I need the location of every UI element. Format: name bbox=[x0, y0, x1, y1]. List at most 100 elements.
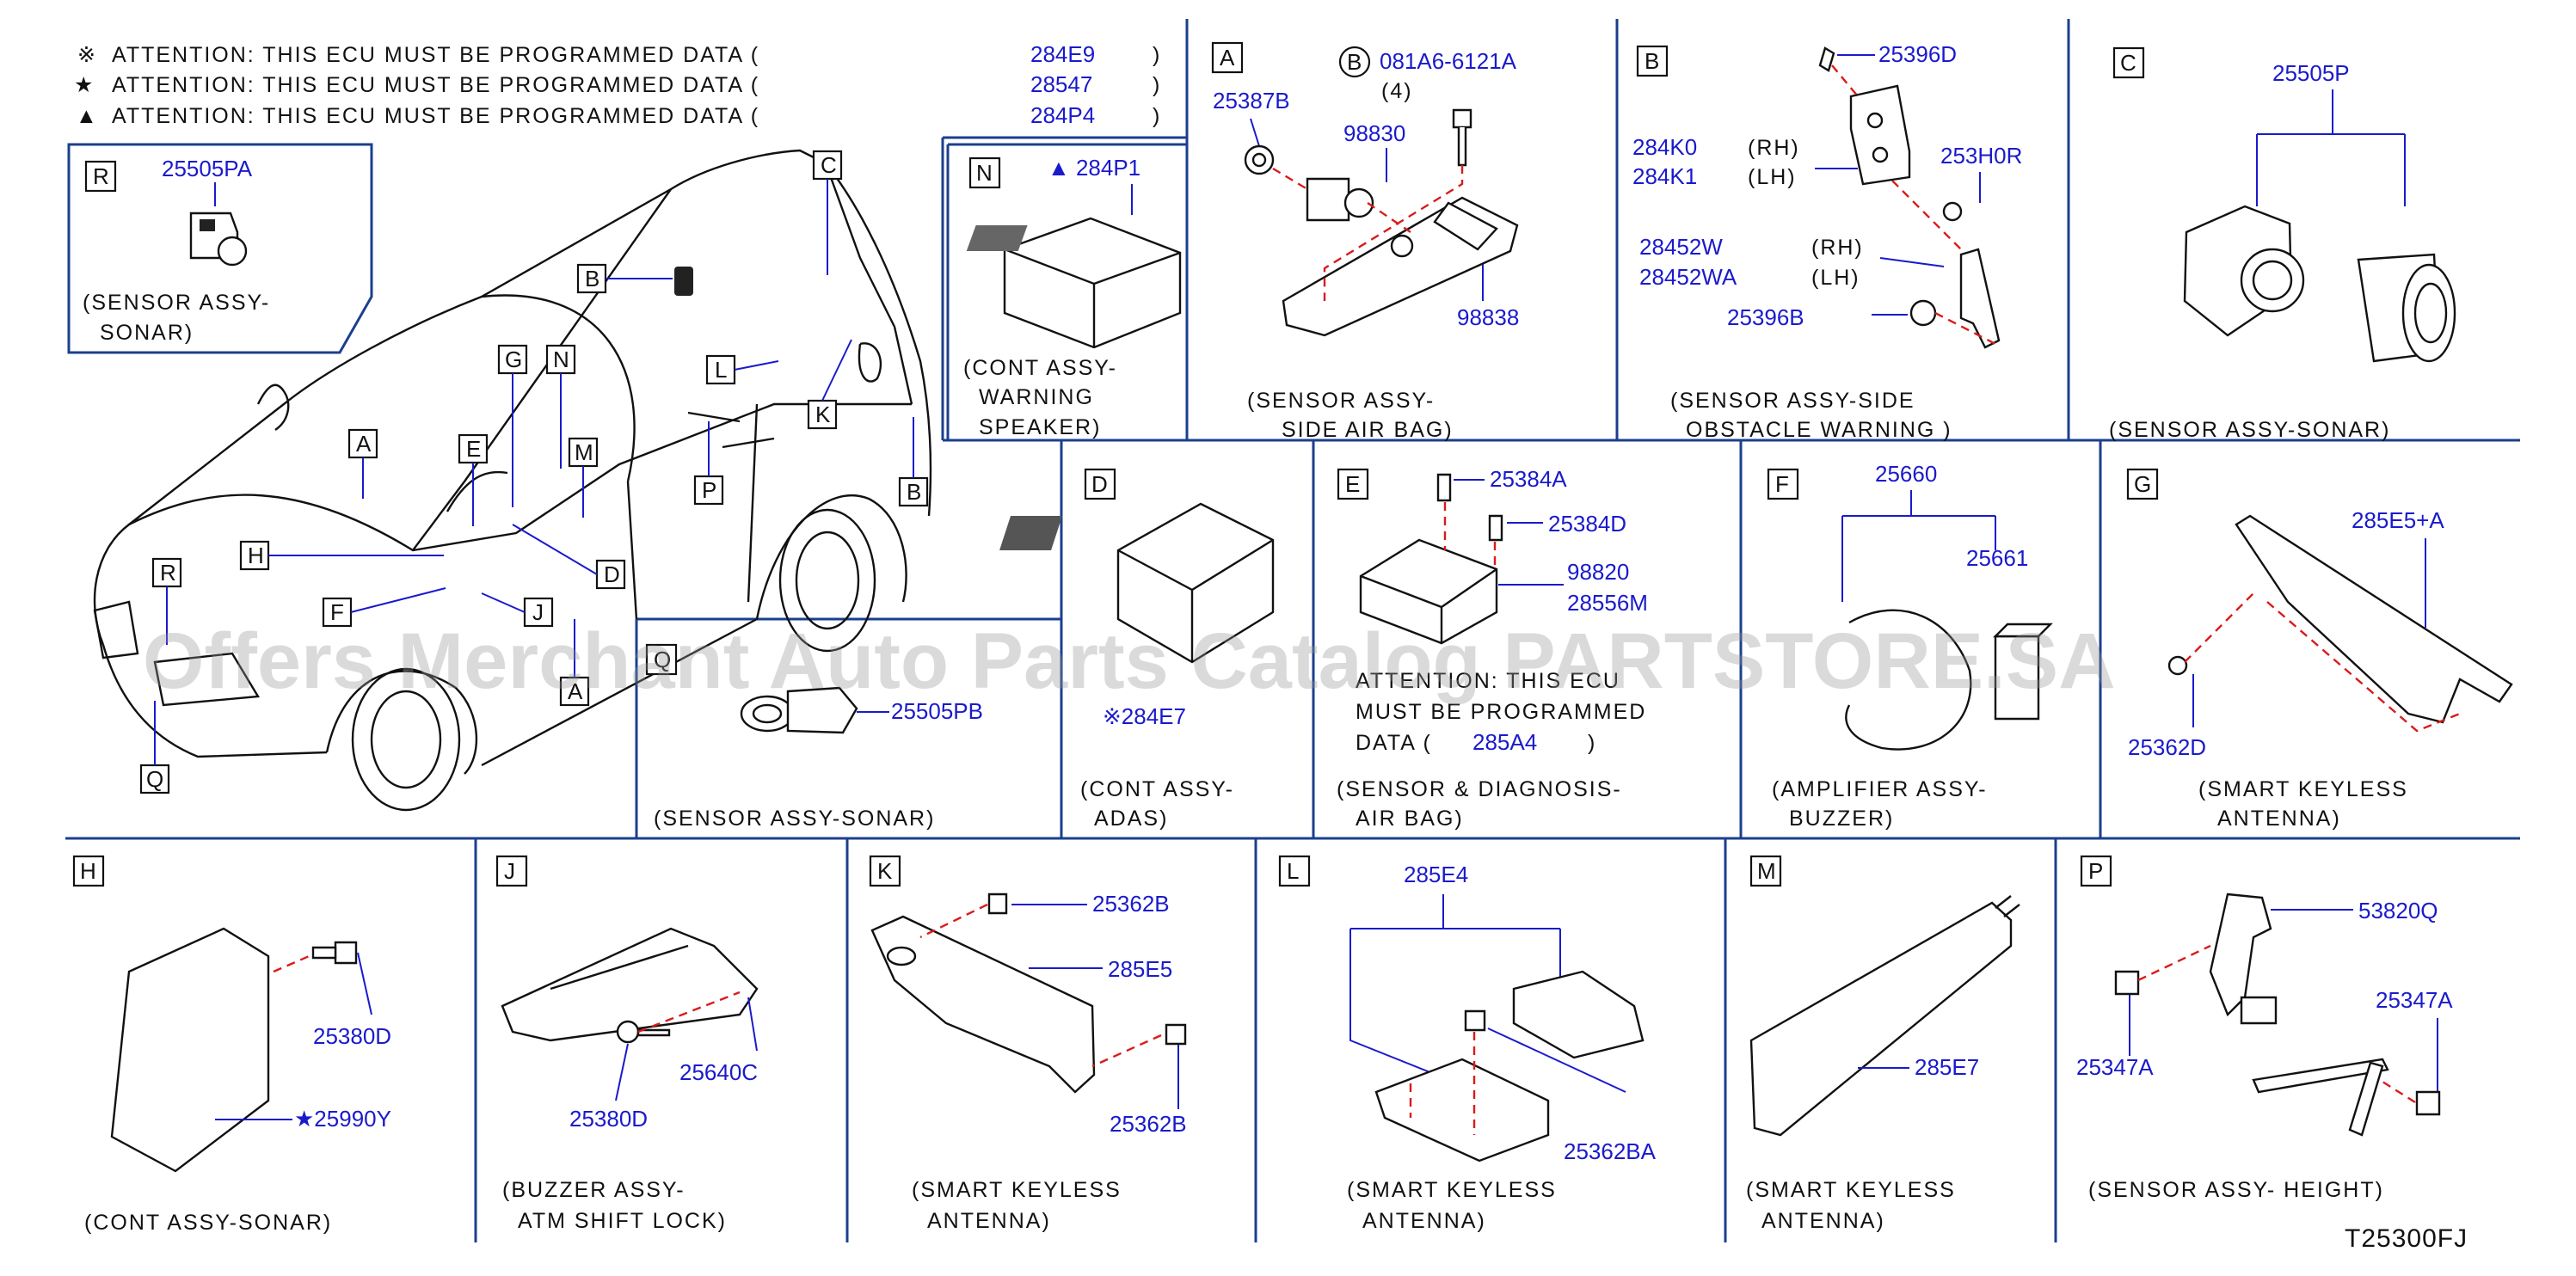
callout-b-top[interactable]: B bbox=[576, 263, 693, 296]
part-number[interactable]: 98830 bbox=[1343, 120, 1405, 146]
part-number[interactable]: 25362D bbox=[2128, 734, 2206, 760]
caption-line: (CONT ASSY-SONAR) bbox=[84, 1211, 332, 1235]
part-number[interactable]: 25505PB bbox=[891, 698, 983, 724]
part-number[interactable]: 25362B bbox=[1092, 891, 1170, 917]
smart-keyless-antenna-icon bbox=[870, 893, 1187, 1094]
part-number[interactable]: 25384A bbox=[1490, 466, 1567, 492]
callout-e[interactable]: E bbox=[458, 433, 489, 526]
note-part-number[interactable]: 28547 bbox=[1030, 71, 1092, 97]
airbag-diagnosis-sensor-icon bbox=[1359, 473, 1503, 645]
callout-a-lower[interactable]: A bbox=[559, 619, 590, 707]
svg-text:M: M bbox=[575, 439, 593, 465]
caption-line: BUZZER) bbox=[1789, 807, 1894, 831]
part-number[interactable]: 285E5 bbox=[1108, 956, 1172, 982]
note-part-number[interactable]: 285A4 bbox=[1472, 729, 1537, 755]
note-part-number[interactable]: 284P4 bbox=[1030, 102, 1095, 128]
part-number[interactable]: 25387B bbox=[1213, 88, 1290, 113]
part-number[interactable]: ※284E7 bbox=[1103, 703, 1186, 729]
svg-text:R: R bbox=[160, 560, 176, 586]
attention-notes: ※ ATTENTION: THIS ECU MUST BE PROGRAMMED… bbox=[74, 41, 1161, 128]
caption-line: (BUZZER ASSY- bbox=[502, 1178, 685, 1202]
part-number[interactable]: 25661 bbox=[1966, 545, 2028, 571]
sonar-sensor-icon bbox=[2183, 205, 2456, 363]
callout-r[interactable]: R bbox=[151, 557, 182, 645]
shift-lock-buzzer-icon bbox=[501, 927, 759, 1044]
callout-b-rear[interactable]: B bbox=[898, 417, 929, 507]
part-number[interactable]: 25380D bbox=[569, 1106, 648, 1132]
part-number[interactable]: 25347A bbox=[2076, 1054, 2154, 1080]
callout-j[interactable]: J bbox=[481, 592, 554, 628]
svg-text:C: C bbox=[821, 152, 837, 178]
callout-g[interactable]: G bbox=[497, 344, 528, 507]
caption-line: ADAS) bbox=[1094, 807, 1168, 831]
callout-m[interactable]: M bbox=[568, 437, 599, 518]
sonar-sensor-icon bbox=[189, 212, 248, 267]
note-part-number[interactable]: 284E9 bbox=[1030, 41, 1095, 67]
smart-keyless-antenna-icon bbox=[1749, 895, 2020, 1137]
panel-h: H 25380D ★25990Y (CONT ASSY-SONAR) bbox=[72, 855, 391, 1235]
part-number[interactable]: 25347A bbox=[2376, 987, 2453, 1013]
part-number[interactable]: 98820 bbox=[1567, 559, 1629, 585]
part-number[interactable]: 25396B bbox=[1727, 304, 1804, 330]
part-number[interactable]: 25640C bbox=[679, 1059, 758, 1085]
note-close: ) bbox=[1153, 73, 1161, 97]
callout-d[interactable]: D bbox=[512, 524, 626, 590]
svg-text:A: A bbox=[356, 431, 372, 457]
part-number[interactable]: 53820Q bbox=[2358, 898, 2438, 923]
caption-line: (SENSOR ASSY- HEIGHT) bbox=[2088, 1178, 2384, 1202]
part-number[interactable]: ▲ 284P1 bbox=[1048, 155, 1140, 181]
part-number[interactable]: 285E5+A bbox=[2352, 507, 2444, 533]
adas-control-unit-icon bbox=[999, 502, 1275, 664]
part-number[interactable]: 25362B bbox=[1110, 1111, 1187, 1137]
part-number[interactable]: 28556M bbox=[1567, 590, 1648, 616]
part-number[interactable]: 081A6-6121A bbox=[1380, 48, 1517, 74]
smart-keyless-antenna-icon bbox=[2167, 514, 2513, 724]
note-mark: ▲ bbox=[76, 104, 99, 128]
side-airbag-sensor-icon bbox=[1244, 108, 1519, 337]
note-text: ATTENTION: THIS ECU MUST BE PROGRAMMED D… bbox=[112, 73, 759, 97]
note-line: ) bbox=[1588, 731, 1596, 755]
panel-letter: P bbox=[2088, 858, 2103, 884]
part-number[interactable]: 285E4 bbox=[1404, 862, 1468, 887]
part-number[interactable]: 284K0 bbox=[1632, 134, 1697, 160]
svg-text:G: G bbox=[505, 347, 522, 372]
callout-n[interactable]: N bbox=[545, 344, 576, 469]
svg-text:F: F bbox=[330, 599, 344, 625]
callout-p[interactable]: P bbox=[693, 421, 724, 506]
panel-c: C 25505P (SENSOR ASSY-SONAR) bbox=[2109, 46, 2456, 442]
note-mark: ※ bbox=[77, 43, 97, 67]
part-number[interactable]: 25384D bbox=[1548, 511, 1626, 537]
callout-f[interactable]: F bbox=[322, 587, 446, 628]
part-number[interactable]: 284K1 bbox=[1632, 163, 1697, 189]
callout-c[interactable]: C bbox=[812, 150, 843, 275]
caption-line: (CONT ASSY- bbox=[1080, 777, 1234, 801]
panel-m: M 285E7 (SMART KEYLESS ANTENNA) bbox=[1746, 855, 2020, 1233]
part-side: (RH) bbox=[1748, 136, 1800, 160]
part-number[interactable]: 28452W bbox=[1639, 234, 1723, 260]
caption-line: AIR BAG) bbox=[1356, 807, 1464, 831]
note-mark: ★ bbox=[74, 73, 95, 97]
panel-g: G 285E5+A 25362D (SMART KEYLESS ANTENNA) bbox=[2126, 468, 2513, 831]
bolt-callout: B bbox=[1347, 49, 1362, 75]
part-number[interactable]: 28452WA bbox=[1639, 264, 1737, 290]
part-number[interactable]: 98838 bbox=[1457, 304, 1519, 330]
caption-line: OBSTACLE WARNING ) bbox=[1686, 418, 1952, 442]
part-number[interactable]: 253H0R bbox=[1940, 143, 2022, 169]
note-text: ATTENTION: THIS ECU MUST BE PROGRAMMED D… bbox=[112, 43, 759, 67]
part-number[interactable]: 25380D bbox=[313, 1023, 391, 1049]
part-number[interactable]: ★25990Y bbox=[294, 1106, 391, 1132]
callout-l[interactable]: L bbox=[705, 354, 779, 385]
callout-k[interactable]: K bbox=[807, 339, 852, 430]
panel-letter: L bbox=[1287, 858, 1299, 884]
part-number[interactable]: 25505PA bbox=[162, 156, 253, 181]
callout-q[interactable]: Q bbox=[139, 701, 170, 794]
callout-h[interactable]: H bbox=[239, 540, 444, 571]
drawing-code: T25300FJ bbox=[2345, 1224, 2468, 1253]
part-number[interactable]: 25362BA bbox=[1564, 1138, 1657, 1164]
callout-a[interactable]: A bbox=[347, 428, 378, 499]
part-number[interactable]: 285E7 bbox=[1915, 1054, 1979, 1080]
part-number[interactable]: 25396D bbox=[1878, 41, 1957, 67]
panel-p: P 53820Q 25347A 25347A (SENSOR ASSY- HEI… bbox=[2076, 855, 2453, 1202]
part-number[interactable]: 25505P bbox=[2272, 60, 2350, 86]
part-number[interactable]: 25660 bbox=[1875, 461, 1937, 487]
